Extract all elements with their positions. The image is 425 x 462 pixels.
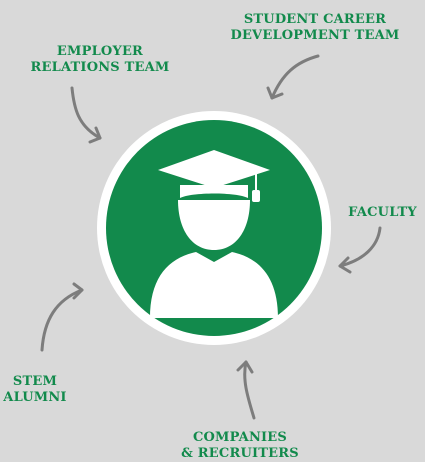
employer-relations-label: EMPLOYER RELATIONS TEAM <box>10 44 190 76</box>
companies-label-line-1: COMPANIES <box>192 430 288 445</box>
student-label-line-1: STUDENT CAREER <box>243 12 387 27</box>
student-label-line-2: DEVELOPMENT TEAM <box>230 28 400 43</box>
companies-recruiters-label: COMPANIES & RECRUITERS <box>170 430 310 462</box>
faculty-label-line-1: FACULTY <box>348 205 417 220</box>
faculty-label: FACULTY <box>340 205 425 221</box>
companies-label-line-2: & RECRUITERS <box>181 446 299 461</box>
companies-arrow <box>236 360 256 420</box>
student-arrow <box>266 54 320 100</box>
stem-arrow <box>40 282 84 352</box>
employer-arrow <box>70 86 102 144</box>
employer-label-line-1: EMPLOYER <box>56 44 144 59</box>
stem-label-line-1: STEM <box>12 374 58 389</box>
stem-label-line-2: ALUMNI <box>3 390 67 405</box>
student-career-label: STUDENT CAREER DEVELOPMENT TEAM <box>205 12 425 44</box>
employer-label-line-2: RELATIONS TEAM <box>30 60 170 75</box>
faculty-arrow <box>338 226 382 274</box>
stem-alumni-label: STEM ALUMNI <box>0 374 70 406</box>
graduate-student-icon <box>150 150 278 318</box>
